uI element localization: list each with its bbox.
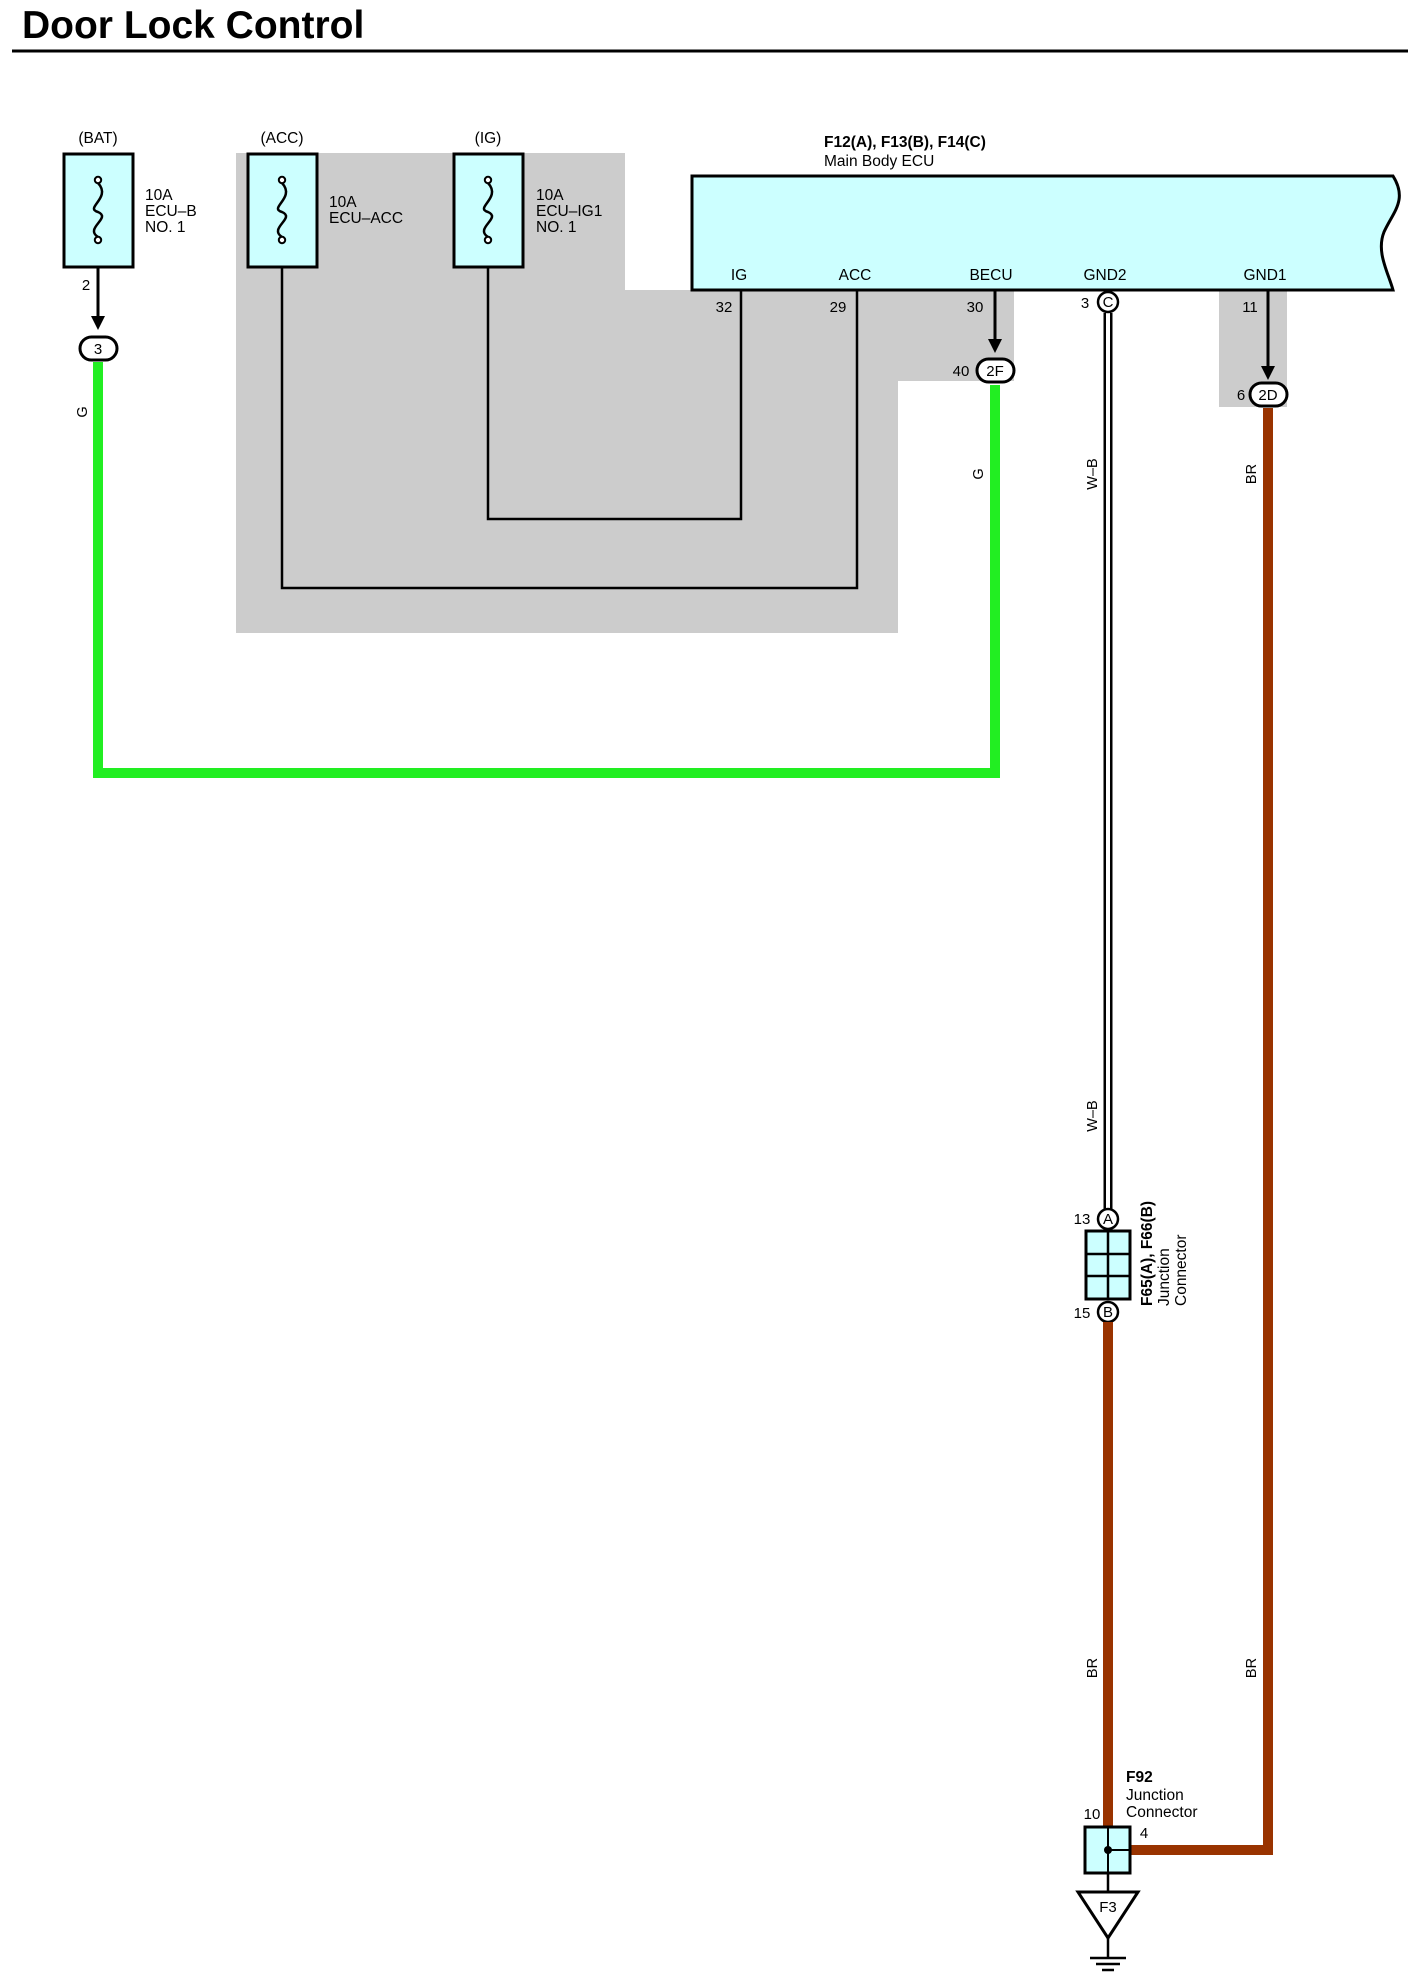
wire-label-br-right-lower: BR: [1244, 1658, 1260, 1678]
ecu-pin-becu: 30: [967, 299, 984, 316]
ecu-pin-gnd2: 3: [1081, 295, 1089, 312]
connector-b-label: B: [1103, 1304, 1113, 1321]
arrow-icon: [988, 339, 1002, 353]
fuse-ig-extra: NO. 1: [536, 219, 576, 236]
arrow-icon: [1261, 366, 1275, 380]
wire-label-wb-upper: W–B: [1085, 458, 1101, 489]
connector-2d: [1248, 381, 1289, 408]
wire-label-g-left: G: [75, 406, 91, 417]
ground-label: F3: [1099, 1899, 1117, 1916]
junction-2-connector: F92: [1126, 1769, 1153, 1786]
connector-2f: [975, 357, 1016, 384]
arrow-icon: [91, 316, 105, 330]
ecu-pin-acc: 29: [830, 299, 847, 316]
ecu-name: Main Body ECU: [824, 153, 934, 170]
junction-2-pin-right: 4: [1140, 1825, 1148, 1842]
junction-1-connectors: F65(A), F66(B): [1139, 1201, 1156, 1306]
fuse-icon: [92, 175, 104, 245]
fuse-bat-box: [62, 152, 135, 269]
ecu-box: [690, 174, 1401, 292]
connector-3-label: 3: [94, 341, 102, 358]
junction-2-pin-in: 10: [1084, 1806, 1101, 1823]
connector-c-label: C: [1103, 294, 1114, 311]
fuse-bat-name: ECU–B: [145, 203, 197, 220]
fuse-ig-box: [452, 152, 525, 269]
junction-1-line2: Connector: [1173, 1234, 1190, 1306]
junction-1-box: [1084, 1229, 1132, 1301]
ecu-connectors: F12(A), F13(B), F14(C): [824, 134, 986, 151]
junction-1-pin-out: 15: [1074, 1305, 1091, 1322]
wire-ig: [486, 267, 743, 521]
wire-label-wb-lower: W–B: [1085, 1100, 1101, 1131]
ecu-terminal-gnd1: GND1: [1243, 267, 1286, 284]
shaded-region-acc-ig: [236, 153, 1014, 633]
ecu-terminal-becu: BECU: [969, 267, 1012, 284]
fuse-bat-source: (BAT): [78, 130, 117, 147]
connector-2f-label: 2F: [986, 363, 1004, 380]
fuse-icon: [482, 175, 494, 245]
ecu-terminal-gnd2: GND2: [1083, 267, 1126, 284]
connector-2f-pin: 40: [953, 363, 970, 380]
fuse-acc-box: [246, 152, 319, 269]
fuse-acc-rating: 10A: [329, 194, 357, 211]
wire-label-br-mid: BR: [1085, 1658, 1101, 1678]
fuse-icon: [276, 175, 288, 245]
fuse-acc-name: ECU–ACC: [329, 210, 403, 227]
wire-label-g-becu: G: [971, 468, 987, 479]
junction-2-line1: Junction: [1126, 1787, 1184, 1804]
junction-2-line2: Connector: [1126, 1804, 1198, 1821]
fuse-ig-rating: 10A: [536, 187, 564, 204]
fuse-acc-source: (ACC): [260, 130, 303, 147]
fuse-bat-extra: NO. 1: [145, 219, 185, 236]
ground-icon: [1075, 1890, 1141, 1972]
junction-2-box: [1083, 1825, 1132, 1875]
wire-label-br-right-upper: BR: [1244, 464, 1260, 484]
ecu-pin-ig: 32: [716, 299, 733, 316]
connector-2d-label: 2D: [1258, 387, 1277, 404]
fuse-bat-rating: 10A: [145, 187, 173, 204]
page-title: Door Lock Control: [22, 4, 364, 47]
connector-c: [1096, 290, 1120, 314]
ecu-terminal-acc: ACC: [839, 267, 872, 284]
wire-green-bat-becu: [93, 362, 1000, 778]
wire-br-gnd1: [1130, 408, 1273, 1855]
fuse-ig-name: ECU–IG1: [536, 203, 602, 220]
junction-1-line1: Junction: [1156, 1248, 1173, 1306]
junction-1-pin-in: 13: [1074, 1211, 1091, 1228]
fuse-bat-pin: 2: [82, 277, 90, 294]
ecu-terminal-ig: IG: [731, 267, 747, 284]
wire-acc: [280, 267, 859, 590]
connector-a: [1096, 1207, 1120, 1231]
connector-a-label: A: [1103, 1211, 1113, 1228]
connector-3: [78, 335, 119, 362]
connector-2d-pin: 6: [1237, 387, 1245, 404]
ecu-pin-gnd1: 11: [1242, 299, 1258, 316]
fuse-ig-source: (IG): [475, 130, 502, 147]
